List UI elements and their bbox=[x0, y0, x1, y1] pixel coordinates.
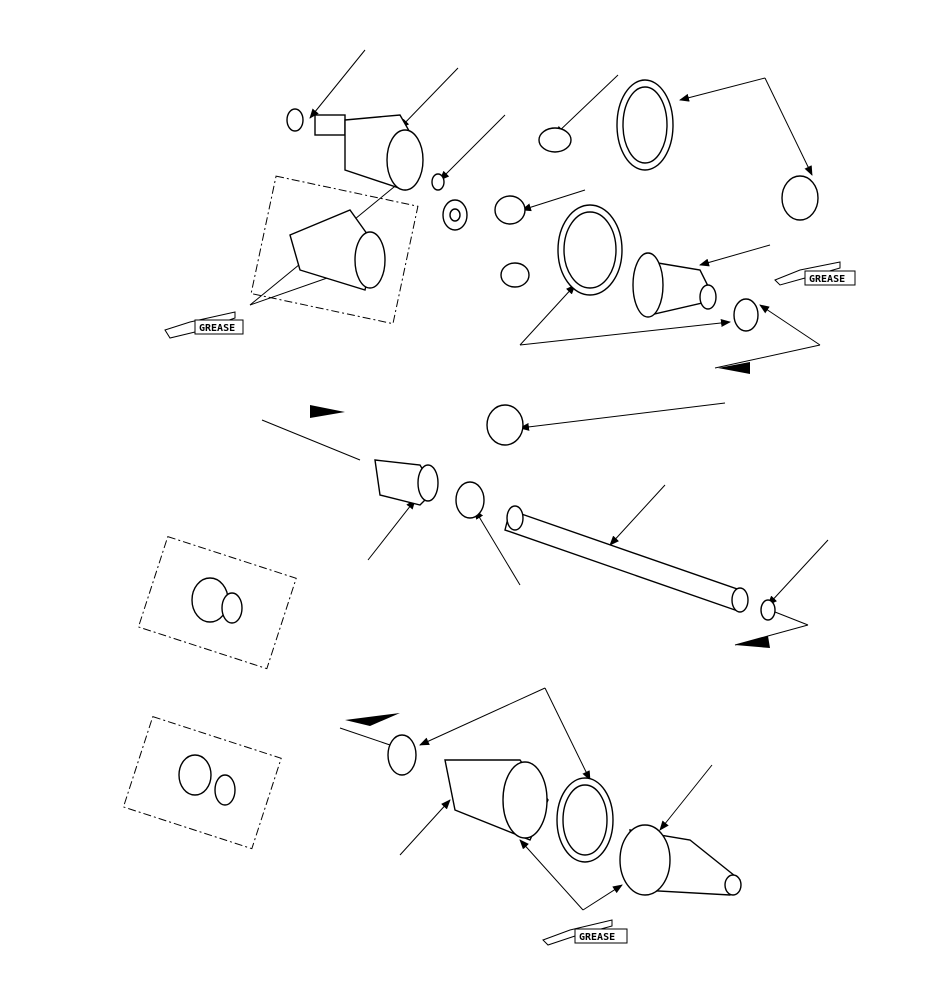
leader-lines bbox=[249, 49, 829, 911]
grease-label-text: GREASE bbox=[579, 932, 615, 943]
grease-label-right: GREASE bbox=[774, 261, 856, 286]
shaft-parts bbox=[122, 404, 776, 850]
grease-label-text: GREASE bbox=[199, 323, 235, 334]
inner-joint-parts bbox=[250, 79, 819, 332]
grease-label-text: GREASE bbox=[809, 274, 845, 285]
grease-label-bottom: GREASE bbox=[542, 919, 628, 946]
grease-label-left: GREASE bbox=[164, 311, 244, 339]
outer-joint-parts bbox=[387, 734, 742, 896]
